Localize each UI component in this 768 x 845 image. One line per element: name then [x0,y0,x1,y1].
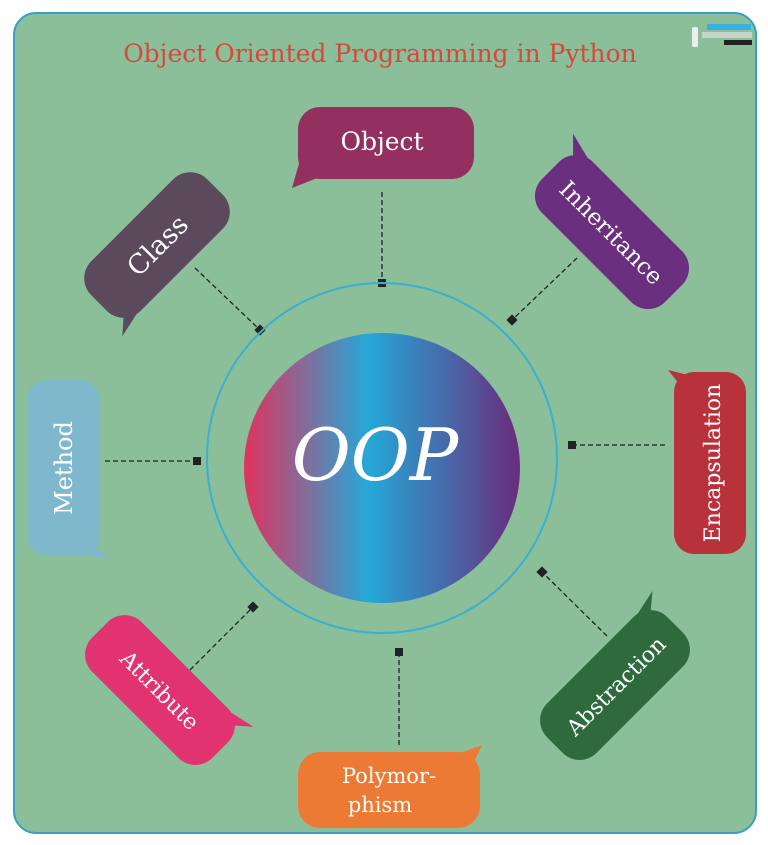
bubble-label: Encapsulation [701,384,726,543]
bubble-object: Object [292,107,474,188]
logo [692,24,752,47]
outer-ring [206,282,558,634]
bubble-label: Method [50,421,78,515]
bubble-label: Object [340,127,423,156]
bubble-class: Class [84,172,230,337]
page-title: Object Oriented Programming in Python [123,39,637,68]
bubble-polymorphism: Polymor- phism [298,745,482,828]
bubble-label: Polymor- [342,764,436,788]
bubble-label: phism [348,793,412,817]
center-label: OOP [292,413,460,497]
center-circle [244,333,520,603]
bubble-method: Method [27,380,108,560]
bubble-encapsulation: Encapsulation [668,370,746,554]
